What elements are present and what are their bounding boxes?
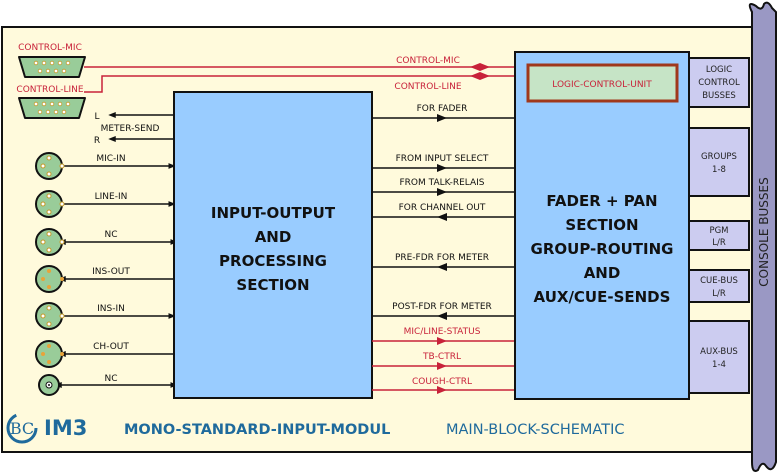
signals-for_channel_out-label: FOR CHANNEL OUT — [399, 203, 486, 213]
fader-pan-routing-block — [514, 51, 690, 400]
fader_block-lines-1-label: SECTION — [565, 216, 638, 234]
control-signal-lines — [372, 337, 515, 394]
busses-logic-1-label: CONTROL — [698, 78, 740, 88]
signals-for_fader-label: FOR FADER — [417, 104, 468, 114]
control-lines — [84, 66, 515, 93]
input_block-lines-2-label: PROCESSING — [219, 252, 327, 270]
bnc-connector-nc — [38, 374, 60, 396]
connectors-meter_l-label: L — [94, 112, 99, 122]
bus-cue: CUE-BUS L/R — [688, 269, 750, 303]
fader_block-lines-4-label: AUX/CUE-SENDS — [534, 288, 671, 306]
connectors-meter_r-label: R — [94, 136, 100, 146]
connectors-nc1-label: NC — [104, 230, 117, 240]
input_block-lines-3-label: SECTION — [236, 276, 309, 294]
connectors-mic_in-label: MIC-IN — [96, 154, 125, 164]
busses-aux-1-label: 1-4 — [712, 360, 726, 370]
control-line-label: CONTROL-LINE — [16, 85, 83, 95]
busses-groups-0-label: GROUPS — [701, 152, 737, 162]
busses-pgm-1-label: L/R — [712, 238, 726, 248]
diamond-icon — [470, 63, 490, 71]
schematic-subtitle: MAIN-BLOCK-SCHEMATIC — [446, 422, 625, 438]
signal-lines — [372, 114, 515, 320]
connectors-meter_send-label: METER-SEND — [101, 124, 160, 134]
model-name: IM3 — [44, 416, 87, 440]
bus-logic-control: LOGIC CONTROL BUSSES — [688, 57, 750, 108]
diamond-icon — [470, 72, 490, 80]
signals-post_fdr-label: POST-FDR FOR METER — [392, 302, 492, 312]
busses-logic-0-label: LOGIC — [706, 65, 732, 75]
signals-control_mic-label: CONTROL-MIC — [396, 56, 460, 66]
dsub-connector-control-mic — [18, 56, 86, 78]
bus-groups: GROUPS 1-8 — [688, 127, 750, 197]
signals-control_line-label: CONTROL-LINE — [394, 82, 461, 92]
busses-aux-0-label: AUX-BUS — [700, 347, 738, 357]
fader_block-lines-2-label: GROUP-ROUTING — [531, 240, 674, 258]
connectors-line_in-label: LINE-IN — [95, 192, 128, 202]
bc-logo: BC — [6, 412, 38, 444]
connectors-nc2-label: NC — [104, 374, 117, 384]
signals-cough_ctrl-label: COUGH-CTRL — [412, 377, 472, 387]
busses-cue-1-label: L/R — [712, 289, 726, 299]
input_block-lines-0-label: INPUT-OUTPUT — [211, 204, 336, 222]
input-output-processing-block — [173, 91, 373, 399]
signals-mic_line_status-label: MIC/LINE-STATUS — [404, 327, 481, 337]
dsub-connector-control-line — [18, 97, 86, 119]
busses-cue-0-label: CUE-BUS — [700, 276, 738, 286]
fader_block-lines-0-label: FADER + PAN — [546, 192, 657, 210]
busses-pgm-0-label: PGM — [709, 226, 728, 236]
control-mic-label: CONTROL-MIC — [18, 43, 82, 53]
input_block-lines-1-label: AND — [255, 228, 292, 246]
bus-aux: AUX-BUS 1-4 — [688, 320, 750, 394]
signals-pre_fdr-label: PRE-FDR FOR METER — [395, 253, 489, 263]
connectors-ch_out-label: CH-OUT — [93, 342, 129, 352]
console-bus-strip — [748, 1, 777, 472]
connectors-ins_out-label: INS-OUT — [92, 267, 130, 277]
fader_block-logic_unit-label: LOGIC-CONTROL-UNIT — [552, 80, 652, 90]
connectors-ins_in-label: INS-IN — [97, 304, 125, 314]
label-label: BC — [10, 419, 34, 438]
busses-logic-2-label: BUSSES — [702, 91, 736, 101]
logic-control-unit — [526, 63, 679, 103]
module-name: MONO-STANDARD-INPUT-MODUL — [124, 422, 390, 438]
signals-from_talk_relais-label: FROM TALK-RELAIS — [400, 178, 485, 188]
signals-from_input_select-label: FROM INPUT SELECT — [396, 154, 489, 164]
bus-pgm: PGM L/R — [688, 220, 750, 251]
console-busses-label: CONSOLE BUSSES — [757, 177, 771, 286]
busses-groups-1-label: 1-8 — [712, 165, 726, 175]
fader_block-lines-3-label: AND — [584, 264, 621, 282]
signals-tb_ctrl-label: TB-CTRL — [422, 352, 461, 362]
